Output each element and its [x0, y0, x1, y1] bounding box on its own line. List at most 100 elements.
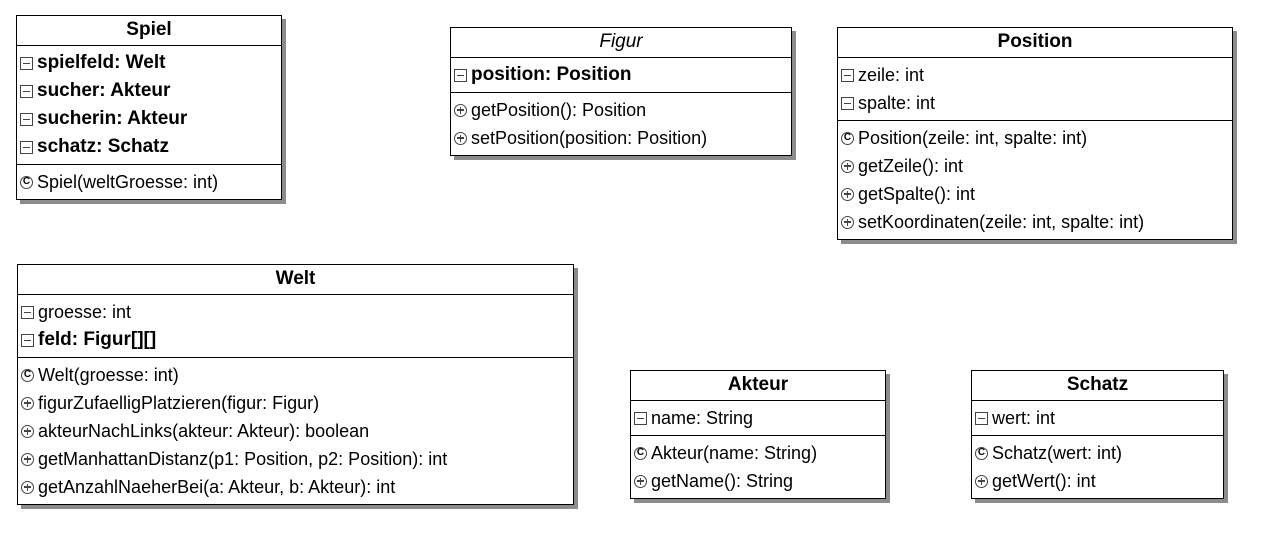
fields-section: name: String — [631, 401, 885, 435]
class-title: Position — [838, 28, 1232, 58]
field-row: position: Position — [454, 61, 788, 89]
method-row: getName(): String — [634, 467, 882, 495]
class-schatz[interactable]: Schatz wert: int C Schatz(wert: int) getW… — [971, 370, 1224, 499]
method-text: getWert(): int — [992, 470, 1096, 491]
method-row: akteurNachLinks(akteur: Akteur): boolean — [21, 417, 570, 445]
class-figur[interactable]: Figur position: Position getPosition(): … — [450, 27, 792, 156]
field-text: sucherin: Akteur — [37, 108, 188, 129]
method-text: getAnzahlNaeherBei(a: Akteur, b: Akteur)… — [38, 476, 396, 497]
method-icon — [21, 452, 34, 466]
field-row: wert: int — [975, 404, 1220, 432]
field-row: feld: Figur[][] — [21, 326, 570, 354]
method-icon — [21, 424, 34, 438]
field-text: sucher: Akteur — [37, 80, 171, 101]
method-icon — [841, 187, 854, 201]
methods-section: C Spiel(weltGroesse: int) — [17, 164, 281, 199]
method-text: setPosition(position: Position) — [471, 127, 708, 148]
field-text: name: String — [651, 407, 754, 428]
field-text: spielfeld: Welt — [37, 52, 166, 73]
method-icon — [21, 396, 34, 410]
fields-section: wert: int — [972, 401, 1223, 435]
field-row: sucherin: Akteur — [20, 105, 278, 133]
method-row: C Position(zeile: int, spalte: int) — [841, 124, 1229, 152]
constructor-icon: C — [20, 175, 33, 189]
method-row: C Welt(groesse: int) — [21, 361, 570, 389]
method-text: getSpalte(): int — [858, 183, 976, 204]
method-text: Spiel(weltGroesse: int) — [37, 171, 219, 192]
field-icon — [841, 68, 854, 82]
field-text: zeile: int — [858, 64, 925, 85]
field-text: position: Position — [471, 64, 632, 85]
methods-section: C Welt(groesse: int) figurZufaelligPlatzi… — [18, 357, 573, 504]
field-text: feld: Figur[][] — [38, 329, 157, 350]
field-row: groesse: int — [21, 298, 570, 326]
method-icon — [454, 103, 467, 117]
class-title: Schatz — [972, 371, 1223, 401]
method-text: Schatz(wert: int) — [992, 442, 1123, 463]
method-text: getManhattanDistanz(p1: Position, p2: Po… — [38, 448, 448, 469]
method-text: Welt(groesse: int) — [38, 364, 179, 385]
method-row: getZeile(): int — [841, 152, 1229, 180]
method-row: getPosition(): Position — [454, 96, 788, 124]
fields-section: groesse: int feld: Figur[][] — [18, 295, 573, 357]
field-row: zeile: int — [841, 61, 1229, 89]
method-row: getWert(): int — [975, 467, 1220, 495]
class-title: Akteur — [631, 371, 885, 401]
class-title: Spiel — [17, 16, 281, 46]
method-icon — [975, 474, 988, 488]
class-position[interactable]: Position zeile: int spalte: int C Positio… — [837, 27, 1233, 240]
method-row: getSpalte(): int — [841, 180, 1229, 208]
field-icon — [634, 411, 647, 425]
method-icon — [21, 480, 34, 494]
method-row: figurZufaelligPlatzieren(figur: Figur) — [21, 389, 570, 417]
class-akteur[interactable]: Akteur name: String C Akteur(name: String… — [630, 370, 886, 499]
field-row: sucher: Akteur — [20, 77, 278, 105]
field-icon — [841, 96, 854, 110]
method-row: C Schatz(wert: int) — [975, 439, 1220, 467]
method-text: setKoordinaten(zeile: int, spalte: int) — [858, 211, 1145, 232]
fields-section: position: Position — [451, 58, 791, 92]
method-text: getName(): String — [651, 470, 794, 491]
method-row: setPosition(position: Position) — [454, 124, 788, 152]
field-icon — [20, 56, 33, 70]
method-icon — [841, 159, 854, 173]
method-text: Akteur(name: String) — [651, 442, 818, 463]
field-icon — [20, 84, 33, 98]
method-row: setKoordinaten(zeile: int, spalte: int) — [841, 208, 1229, 236]
method-text: getPosition(): Position — [471, 99, 647, 120]
constructor-icon: C — [21, 368, 34, 382]
method-text: Position(zeile: int, spalte: int) — [858, 127, 1088, 148]
field-text: schatz: Schatz — [37, 136, 169, 157]
field-icon — [20, 140, 33, 154]
field-row: spielfeld: Welt — [20, 49, 278, 77]
field-icon — [454, 68, 467, 82]
fields-section: zeile: int spalte: int — [838, 58, 1232, 120]
methods-section: C Akteur(name: String) getName(): String — [631, 435, 885, 498]
method-row: C Akteur(name: String) — [634, 439, 882, 467]
constructor-icon: C — [634, 446, 647, 460]
field-row: schatz: Schatz — [20, 133, 278, 161]
methods-section: getPosition(): Position setPosition(posi… — [451, 92, 791, 155]
method-text: getZeile(): int — [858, 155, 964, 176]
field-text: groesse: int — [38, 301, 132, 322]
field-icon — [975, 411, 988, 425]
method-icon — [454, 131, 467, 145]
method-text: figurZufaelligPlatzieren(figur: Figur) — [38, 392, 320, 413]
method-text: akteurNachLinks(akteur: Akteur): boolean — [38, 420, 370, 441]
fields-section: spielfeld: Welt sucher: Akteur sucherin:… — [17, 46, 281, 164]
field-icon — [21, 333, 34, 347]
class-spiel[interactable]: Spiel spielfeld: Welt sucher: Akteur suc… — [16, 15, 282, 200]
class-title: Figur — [451, 28, 791, 58]
method-row: C Spiel(weltGroesse: int) — [20, 168, 278, 196]
constructor-icon: C — [975, 446, 988, 460]
field-icon — [21, 305, 34, 319]
field-text: spalte: int — [858, 92, 936, 113]
constructor-icon: C — [841, 131, 854, 145]
method-row: getManhattanDistanz(p1: Position, p2: Po… — [21, 445, 570, 473]
field-row: name: String — [634, 404, 882, 432]
method-icon — [634, 474, 647, 488]
field-icon — [20, 112, 33, 126]
method-icon — [841, 215, 854, 229]
methods-section: C Schatz(wert: int) getWert(): int — [972, 435, 1223, 498]
